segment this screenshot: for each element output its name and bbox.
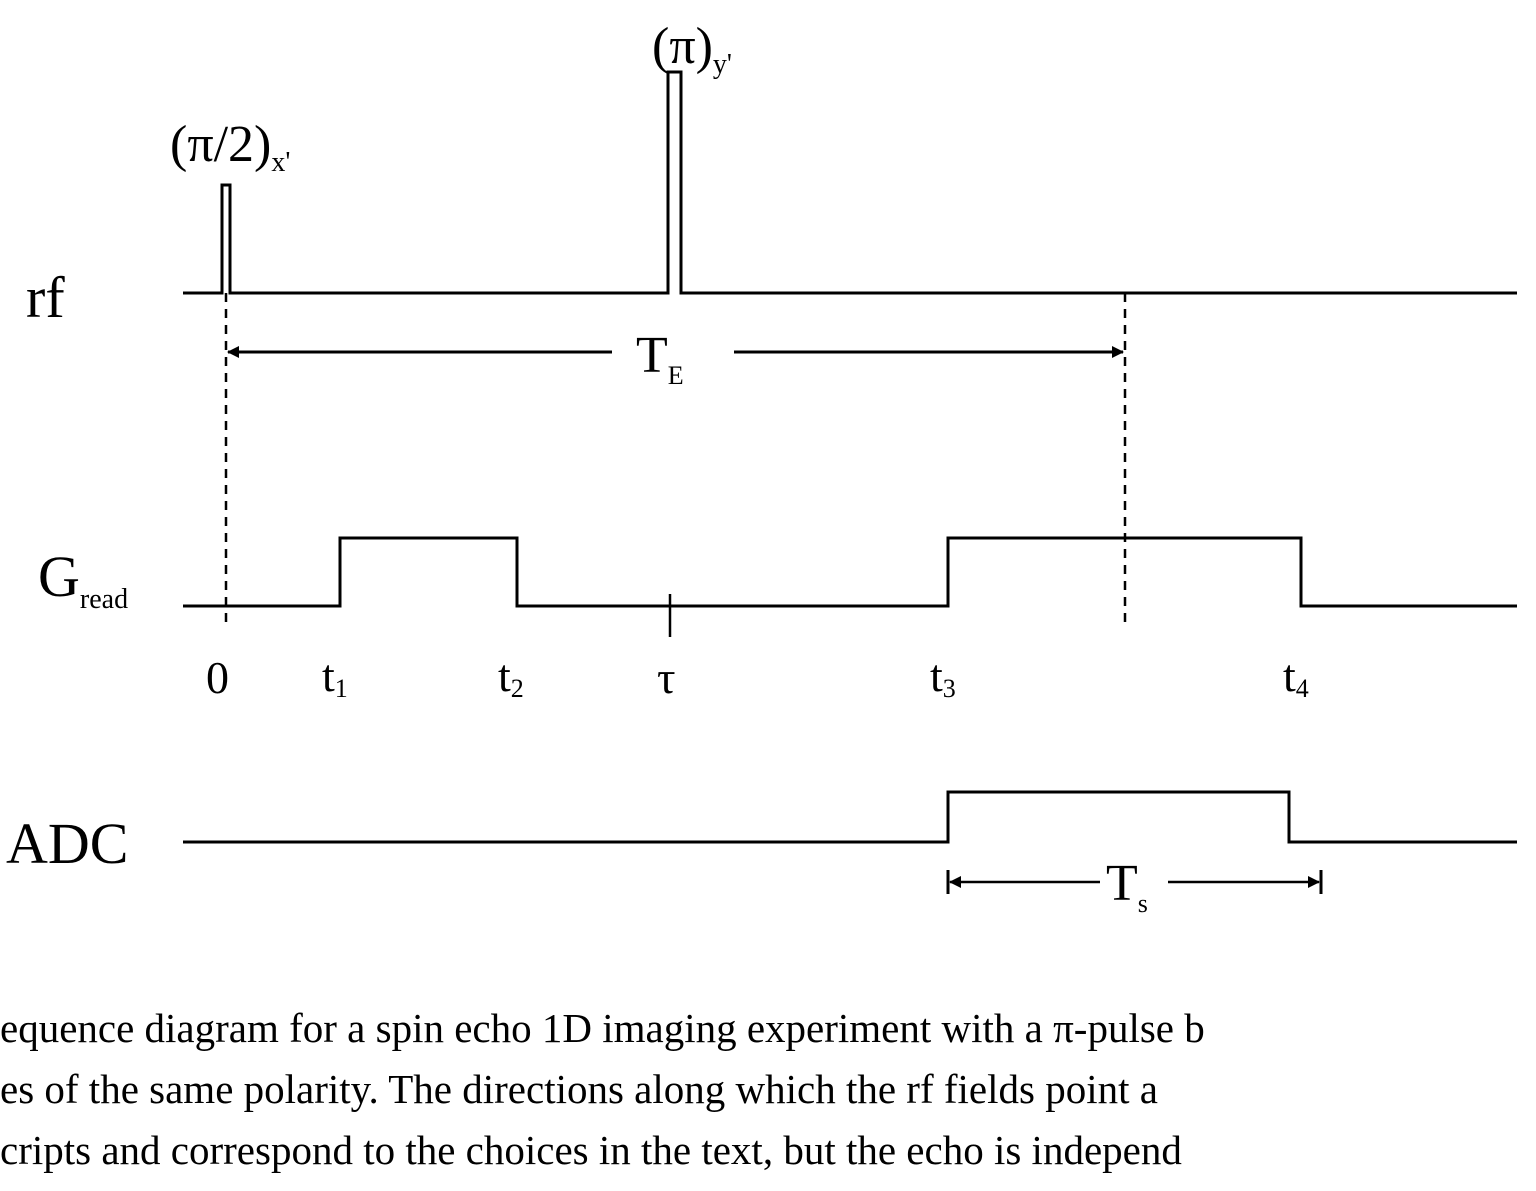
rf-trace — [183, 70, 1517, 295]
caption-line: equence diagram for a spin echo 1D imagi… — [0, 1005, 1205, 1051]
tick-label-t1: t1 — [322, 650, 348, 703]
gread-trace — [183, 536, 1517, 608]
pulse-sequence-diagram: rf Gread ADC (π/2)x' (π)y' TE 0 t1 t2 τ … — [6, 18, 1517, 918]
pulse-label-180: (π)y' — [652, 18, 732, 80]
caption-line: es of the same polarity. The directions … — [0, 1066, 1158, 1112]
row-label-gread: Gread — [38, 544, 128, 615]
caption-line: cripts and correspond to the choices in … — [0, 1127, 1182, 1173]
tick-label-t3: t3 — [930, 650, 956, 703]
tick-label-tau: τ — [657, 652, 676, 703]
figure-caption: equence diagram for a spin echo 1D imagi… — [0, 998, 1536, 1191]
ts-label: Ts — [1106, 855, 1148, 918]
tick-label-zero: 0 — [206, 652, 229, 703]
row-label-adc: ADC — [6, 811, 128, 876]
adc-trace — [183, 790, 1517, 844]
tick-label-t4: t4 — [1283, 650, 1309, 703]
row-label-rf: rf — [26, 265, 65, 330]
te-label: TE — [636, 327, 684, 390]
pulse-label-90: (π/2)x' — [170, 116, 290, 178]
tick-label-t2: t2 — [498, 650, 524, 703]
